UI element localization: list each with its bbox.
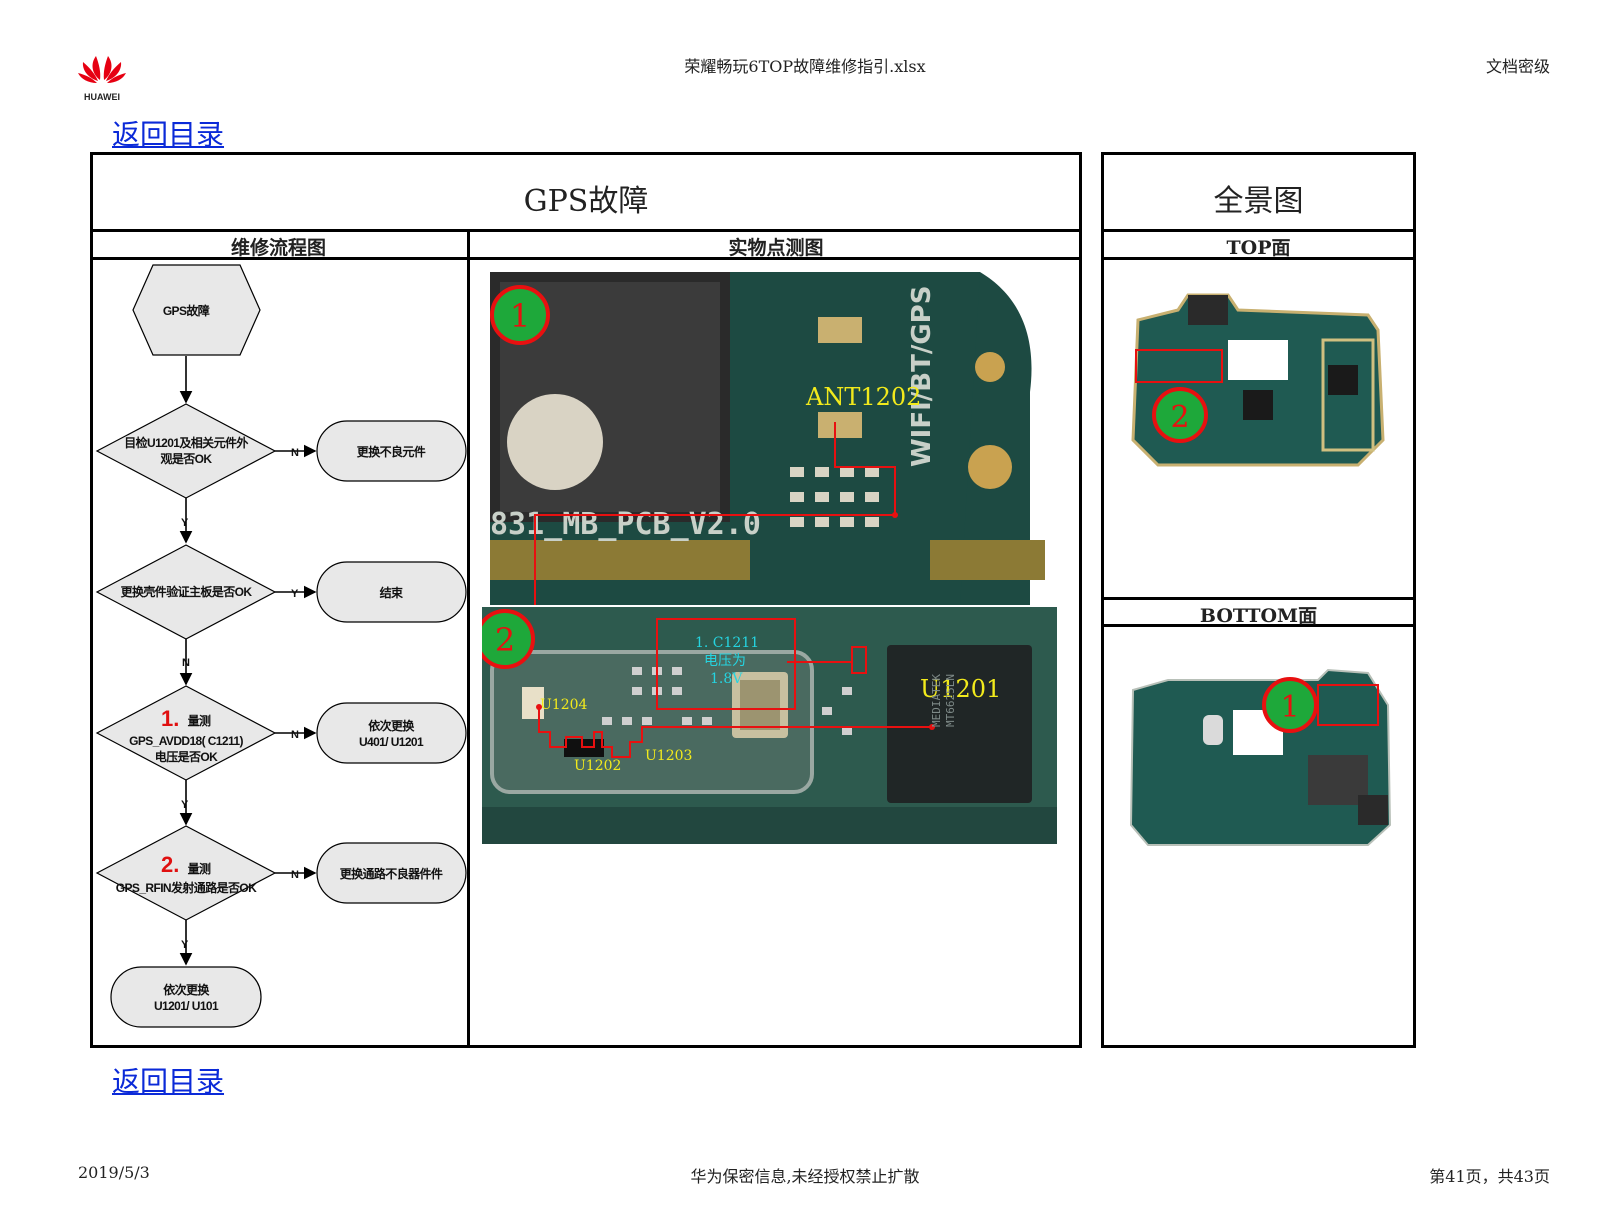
svg-text:2: 2 bbox=[1170, 400, 1189, 435]
main-title: GPS故障 bbox=[523, 184, 649, 219]
decision-3 bbox=[95, 685, 277, 781]
u1204-label: U1204 bbox=[540, 697, 588, 713]
svg-text:电压是否OK: 电压是否OK bbox=[155, 749, 218, 764]
svg-text:N: N bbox=[291, 869, 299, 881]
board-print: 831_MB_PCB_V2.0 bbox=[490, 507, 761, 542]
bottom-board-overview: 1 bbox=[1129, 668, 1392, 846]
back-to-contents-link-top[interactable]: 返回目录 bbox=[112, 118, 225, 151]
svg-text:1: 1 bbox=[510, 297, 530, 335]
svg-text:目检U1201及相关元件外: 目检U1201及相关元件外 bbox=[124, 435, 248, 450]
svg-text:2: 2 bbox=[495, 621, 515, 659]
svg-text:U1201/ U101: U1201/ U101 bbox=[154, 999, 219, 1013]
svg-text:2.: 2. bbox=[161, 852, 179, 877]
svg-text:GPS_AVDD18( C1211): GPS_AVDD18( C1211) bbox=[129, 734, 243, 748]
huawei-logo: HUAWEI bbox=[78, 56, 126, 102]
top-marker-2 bbox=[1152, 387, 1208, 443]
back-to-contents-link-bottom[interactable]: 返回目录 bbox=[112, 1065, 225, 1098]
action-4 bbox=[316, 842, 467, 904]
decision-2 bbox=[95, 544, 277, 640]
footer-page-number: 第41页，共43页 bbox=[1429, 1167, 1550, 1186]
svg-text:依次更换: 依次更换 bbox=[368, 718, 415, 733]
svg-text:MEDIATEK: MEDIATEK bbox=[930, 674, 943, 727]
svg-text:观是否OK: 观是否OK bbox=[160, 452, 212, 466]
classification-label: 文档密级 bbox=[1485, 57, 1550, 76]
svg-text:更换通路不良器件件: 更换通路不良器件件 bbox=[340, 866, 443, 881]
decision-4 bbox=[95, 825, 277, 921]
decision-1 bbox=[95, 403, 277, 499]
svg-text:量测: 量测 bbox=[188, 861, 211, 876]
svg-text:GPS故障: GPS故障 bbox=[163, 303, 210, 318]
action-1 bbox=[316, 420, 467, 482]
svg-text:MT6625LN: MT6625LN bbox=[944, 674, 957, 727]
bottom-marker-1 bbox=[1262, 677, 1318, 733]
svg-text:Y: Y bbox=[291, 588, 299, 600]
bottom-side-label: BOTTOM面 bbox=[1199, 605, 1318, 627]
c1211-label-line2: 电压为 bbox=[704, 653, 746, 669]
main-frame bbox=[90, 152, 1082, 1048]
pcb-photo-antenna-area: 831_MB_PCB_V2.0 WIFI/BT/GPS ANT1202 1 bbox=[490, 272, 1060, 605]
svg-text:量测: 量测 bbox=[188, 713, 211, 728]
c1211-label-line3: 1.8V bbox=[710, 671, 743, 687]
action-2 bbox=[316, 561, 467, 623]
top-side-label: TOP面 bbox=[1226, 237, 1291, 259]
svg-text:Y: Y bbox=[181, 517, 189, 529]
c1211-label-line1: 1. C1211 bbox=[695, 635, 759, 651]
footer-notice: 华为保密信息,未经授权禁止扩散 bbox=[690, 1167, 920, 1186]
overview-frame bbox=[1101, 152, 1416, 1048]
svg-text:N: N bbox=[182, 657, 190, 669]
top-board-overview: 2 bbox=[1131, 293, 1385, 467]
pcb-photo-gps-circuit: 1. C1211 电压为 1.8V U1201 MEDIATEK MT6625L… bbox=[482, 607, 1057, 844]
marker-2 bbox=[482, 609, 535, 669]
svg-text:U401/ U1201: U401/ U1201 bbox=[359, 735, 424, 749]
svg-text:1: 1 bbox=[1280, 690, 1299, 725]
svg-text:结束: 结束 bbox=[380, 585, 404, 600]
svg-text:N: N bbox=[291, 447, 299, 459]
action-3 bbox=[316, 702, 467, 764]
brand-text: HUAWEI bbox=[84, 92, 120, 102]
svg-text:1.: 1. bbox=[161, 706, 179, 731]
footer-date: 2019/5/3 bbox=[78, 1163, 150, 1182]
overview-title: 全景图 bbox=[1213, 184, 1304, 219]
u1202-label: U1202 bbox=[574, 758, 621, 774]
svg-text:Y: Y bbox=[181, 799, 189, 811]
svg-text:更换壳件验证主板是否OK: 更换壳件验证主板是否OK bbox=[121, 584, 253, 599]
flow-column-header: 维修流程图 bbox=[230, 237, 326, 259]
svg-text:Y: Y bbox=[181, 939, 189, 951]
svg-text:GPS_RFIN发射通路是否OK: GPS_RFIN发射通路是否OK bbox=[116, 880, 257, 895]
end-node bbox=[110, 966, 262, 1028]
u1201-label: U1201 bbox=[920, 675, 1001, 703]
svg-text:依次更换: 依次更换 bbox=[163, 982, 210, 997]
repair-flowchart: GPS故障 目检U1201及相关元件外 观是否OK 更换不良元件 更换壳件验证主… bbox=[95, 264, 467, 1028]
svg-text:N: N bbox=[291, 729, 299, 741]
start-hexagon bbox=[132, 264, 261, 356]
antenna-print: WIFI/BT/GPS bbox=[907, 286, 937, 467]
marker-1 bbox=[490, 285, 550, 345]
file-title: 荣耀畅玩6TOP故障维修指引.xlsx bbox=[684, 57, 926, 76]
photo-column-header: 实物点测图 bbox=[728, 237, 824, 259]
svg-text:更换不良元件: 更换不良元件 bbox=[357, 444, 426, 459]
u1203-label: U1203 bbox=[645, 748, 692, 764]
ant1202-label: ANT1202 bbox=[805, 383, 921, 411]
